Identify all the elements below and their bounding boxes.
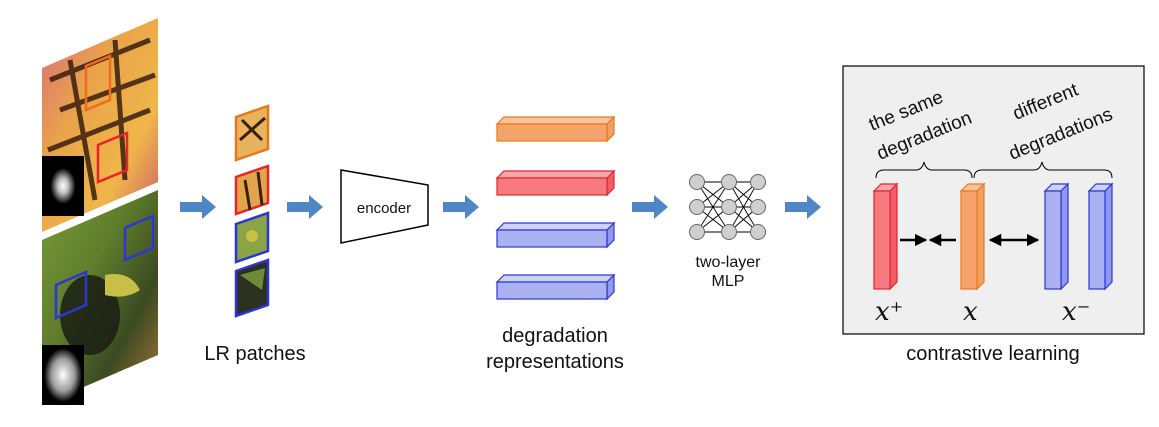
mlp-label-line1: two-layer	[696, 254, 762, 271]
brace-different	[973, 161, 1113, 179]
patch-box-red	[96, 131, 129, 184]
blur-kernel-icon	[42, 156, 84, 216]
sample-bar-x-plus	[872, 182, 899, 291]
blur-kernel-icon	[42, 345, 84, 405]
representation-bar-blue-2	[495, 273, 616, 301]
contrastive-learning-label: contrastive learning	[906, 343, 1079, 365]
flow-arrow-icon	[632, 195, 668, 219]
patch-box-blue-2	[123, 214, 155, 262]
flow-arrow-icon	[785, 195, 821, 219]
x-plus-label: x⁺	[875, 297, 903, 327]
lr-patch-orange	[234, 104, 270, 162]
encoder-label: encoder	[357, 200, 411, 217]
sample-bar-x-minus-2	[1087, 182, 1114, 291]
mlp-network-icon	[689, 174, 766, 240]
patch-box-blue-1	[54, 270, 88, 320]
lr-patch-red	[234, 164, 270, 216]
x-minus-label: x⁻	[1062, 297, 1090, 327]
flow-arrow-icon	[443, 195, 479, 219]
encoder-block	[340, 169, 429, 244]
x-label: x	[963, 297, 978, 327]
representation-bar-blue-1	[495, 221, 616, 249]
brace-same	[875, 161, 973, 179]
degradation-label-line1: degradation	[502, 325, 608, 347]
sample-bar-x-minus-1	[1043, 182, 1070, 291]
lr-patches	[234, 104, 270, 318]
mlp-label-line2: MLP	[712, 273, 745, 290]
degradation-label-line2: representations	[486, 351, 624, 373]
lr-patch-blue-2	[234, 258, 270, 318]
lr-patches-label: LR patches	[204, 343, 305, 365]
flow-arrow-icon	[287, 195, 323, 219]
representation-bar-orange	[495, 115, 616, 143]
sample-bar-x	[959, 182, 986, 291]
patch-box-orange	[84, 54, 112, 112]
representation-bar-red	[495, 169, 616, 197]
flow-arrow-icon	[180, 195, 216, 219]
